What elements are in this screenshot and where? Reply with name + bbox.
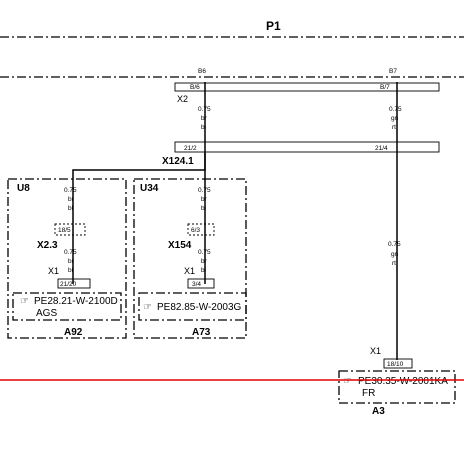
w7-color1: gn xyxy=(391,251,399,258)
x124-pin-left: 21/2 xyxy=(184,145,197,152)
w1-color2: bl xyxy=(201,124,207,131)
w6-size: 0.75 xyxy=(198,249,211,256)
w4-color2: bl xyxy=(68,267,74,274)
x2-label: X2 xyxy=(177,94,188,104)
w2-color2: rt xyxy=(392,124,396,131)
u8-x1-label: X1 xyxy=(48,266,59,276)
u34-splice-pin: 6/3 xyxy=(191,227,200,234)
u8-x1-pin: 21/20 xyxy=(60,281,77,288)
u34-x1-pin: 3/4 xyxy=(192,281,201,288)
u8-name: AGS xyxy=(36,308,57,319)
w1-color1: br xyxy=(201,115,208,122)
w5-size: 0.75 xyxy=(198,187,211,194)
a3-x1-label: X1 xyxy=(370,346,381,356)
x2-connector-box xyxy=(174,82,440,92)
pin-b7-sub: B/7 xyxy=(380,84,390,91)
a3-x1-pin: 18/10 xyxy=(387,361,404,368)
u8-splice-pin: 18/5 xyxy=(58,227,71,234)
pin-b7-label: B7 xyxy=(389,68,397,75)
u8-inner-box xyxy=(12,292,122,321)
u34-module-box xyxy=(133,178,247,339)
w5-color1: br xyxy=(201,196,208,203)
w7-color2: rt xyxy=(392,260,396,267)
w2-size: 0.75 xyxy=(389,106,402,113)
u34-label: U34 xyxy=(140,183,159,194)
w6-color1: br xyxy=(201,258,208,265)
x124-label: X124.1 xyxy=(162,156,194,167)
w4-size: 0.75 xyxy=(64,249,77,256)
wire-b6-u8 xyxy=(72,153,206,284)
u34-x1-box xyxy=(187,278,215,289)
a3-module-box xyxy=(338,370,456,404)
u34-module: A73 xyxy=(192,327,211,338)
u8-module: A92 xyxy=(64,327,83,338)
x124-pin-right: 21/4 xyxy=(375,145,388,152)
w7-size: 0.75 xyxy=(388,241,401,248)
a3-name: FR xyxy=(362,388,375,399)
u8-x1-box xyxy=(57,278,91,289)
a3-ref[interactable]: PE30.35-W-2001KA xyxy=(358,376,448,387)
page-title: P1 xyxy=(266,19,281,33)
u8-label: U8 xyxy=(17,183,30,194)
w3-color2: bl xyxy=(68,205,74,212)
u8-splice-box xyxy=(54,223,86,236)
w6-color2: bl xyxy=(201,267,207,274)
pin-b6-sub: B/6 xyxy=(190,84,200,91)
u8-splice-label: X2.3 xyxy=(37,240,58,251)
pin-b6-label: B6 xyxy=(198,68,206,75)
w1-size: 0.75 xyxy=(198,106,211,113)
u34-splice-box xyxy=(187,223,215,236)
a3-module: A3 xyxy=(372,406,385,417)
x124-connector-box xyxy=(174,141,440,153)
u34-ref-icon: ☞ xyxy=(143,302,152,313)
u34-inner-box xyxy=(138,292,247,321)
u34-splice-label: X154 xyxy=(168,240,192,251)
a3-x1-box xyxy=(383,358,413,369)
u34-x1-label: X1 xyxy=(184,266,195,276)
u34-ref[interactable]: PE82.85-W-2003G xyxy=(157,302,242,313)
u8-module-box xyxy=(7,178,127,339)
w2-color1: gn xyxy=(391,115,399,122)
w3-size: 0.75 xyxy=(64,187,77,194)
w4-color1: br xyxy=(68,258,75,265)
w3-color1: br xyxy=(68,196,75,203)
u8-ref[interactable]: PE28.21-W-2100D xyxy=(34,296,118,307)
u8-ref-icon: ☞ xyxy=(20,296,29,307)
a3-ref-icon: ☞ xyxy=(343,376,352,387)
w5-color2: bl xyxy=(201,205,207,212)
